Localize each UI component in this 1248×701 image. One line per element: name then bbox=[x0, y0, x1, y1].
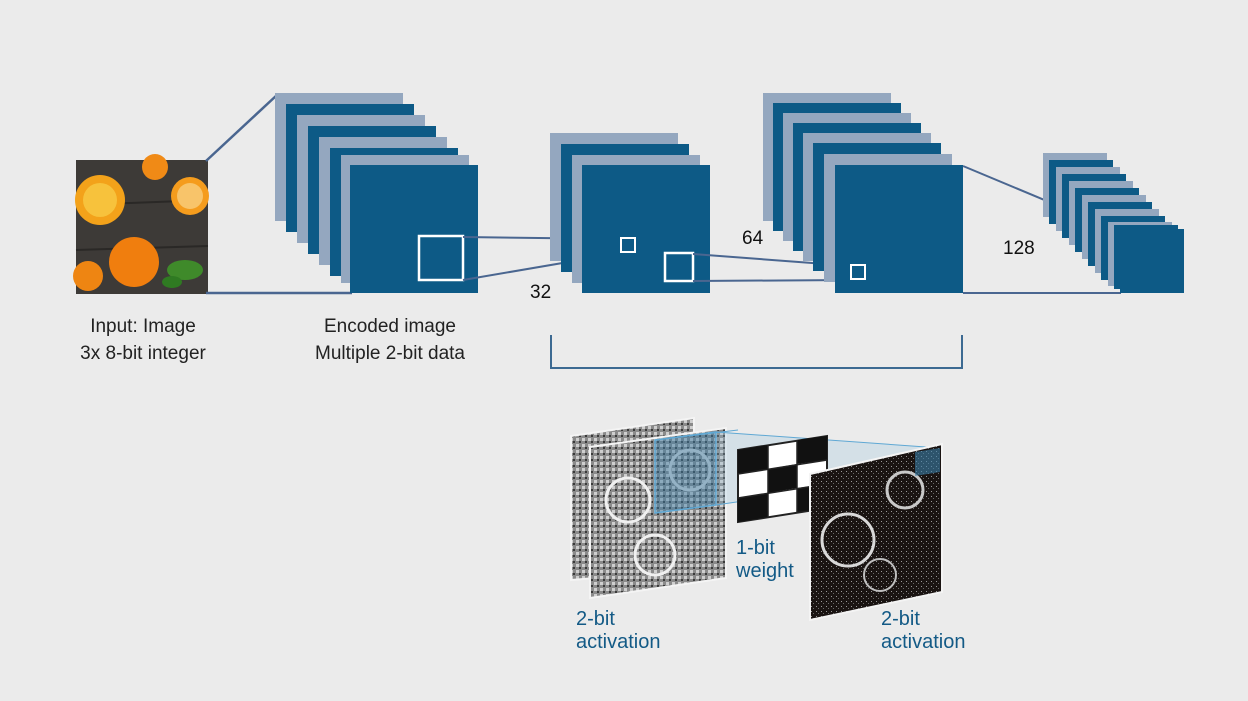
input-caption-line2: 3x 8-bit integer bbox=[80, 343, 206, 364]
coin-icon bbox=[820, 512, 876, 568]
input-image bbox=[73, 154, 209, 294]
coin-icon bbox=[604, 476, 652, 524]
encoded-caption-line2: Multiple 2-bit data bbox=[315, 343, 465, 364]
layer-stack-128 bbox=[1043, 153, 1184, 293]
weight-label: 1-bit weight bbox=[736, 537, 794, 583]
bracket bbox=[550, 335, 963, 369]
encoded-caption: Encoded image Multiple 2-bit data bbox=[280, 313, 500, 367]
channel-count-128: 128 bbox=[1003, 238, 1035, 259]
channel-count-64: 64 bbox=[742, 228, 764, 249]
left-activation-line1: 2-bit bbox=[576, 608, 615, 630]
right-activation-line1: 2-bit bbox=[881, 608, 920, 630]
right-activation-line2: activation bbox=[881, 631, 966, 653]
weight-kernel-grid bbox=[737, 434, 828, 524]
connector-line bbox=[205, 94, 278, 162]
input-caption: Input: Image 3x 8-bit integer bbox=[48, 313, 238, 367]
encoded-caption-line1: Encoded image bbox=[323, 316, 457, 337]
output-pixel bbox=[620, 237, 636, 253]
kernel-window bbox=[417, 234, 465, 282]
orange-icon bbox=[109, 237, 159, 287]
weight-label-line2: weight bbox=[736, 560, 794, 582]
layer-stack-32 bbox=[550, 133, 710, 293]
kernel-window bbox=[663, 251, 695, 283]
binary-conv-detail bbox=[570, 416, 943, 622]
left-activation-label: 2-bit activation bbox=[576, 608, 661, 654]
output-pixel bbox=[850, 264, 866, 280]
left-activation-line2: activation bbox=[576, 631, 661, 653]
right-activation-label: 2-bit activation bbox=[881, 608, 966, 654]
weight-label-line1: 1-bit bbox=[736, 537, 775, 559]
layer-stack-64 bbox=[763, 93, 963, 293]
encoded-layer-stack bbox=[275, 93, 478, 293]
input-caption-line1: Input: Image bbox=[90, 316, 196, 337]
channel-count-32: 32 bbox=[530, 282, 552, 303]
output-activation-map bbox=[809, 442, 943, 622]
